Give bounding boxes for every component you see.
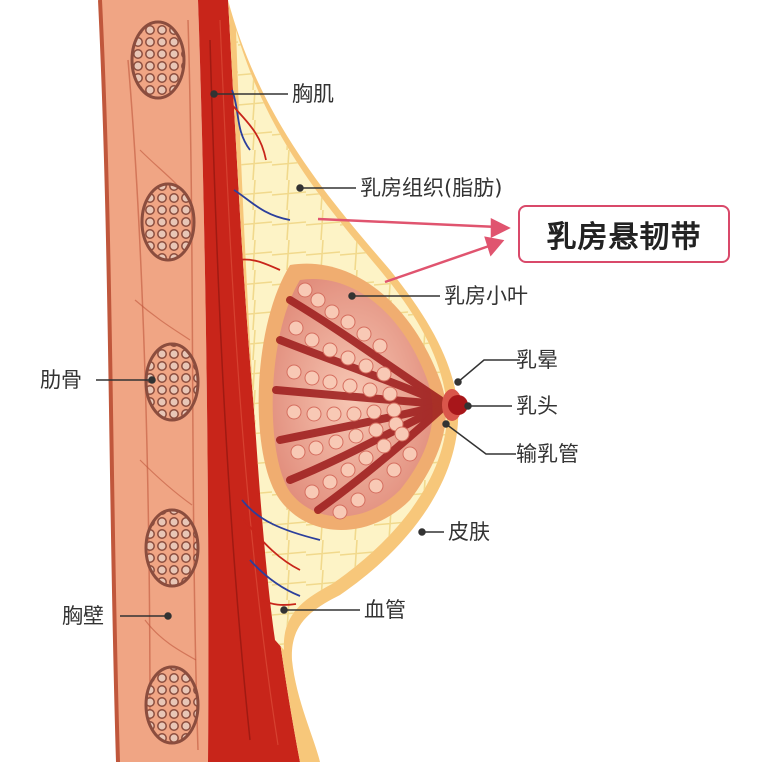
label-chest-wall: 胸壁 — [62, 604, 104, 628]
rib — [146, 667, 198, 743]
label-skin: 皮肤 — [448, 520, 490, 544]
label-lobules: 乳房小叶 — [444, 284, 528, 308]
rib — [142, 184, 194, 260]
label-blood-vessels: 血管 — [364, 598, 406, 622]
label-milk-ducts: 输乳管 — [516, 442, 579, 466]
label-breast-tissue: 乳房组织(脂肪) — [360, 176, 502, 200]
rib — [146, 510, 198, 586]
label-areola: 乳晕 — [516, 348, 558, 372]
callout-suspensory-ligament: 乳房悬韧带 — [518, 205, 730, 263]
label-pectoral-muscle: 胸肌 — [292, 82, 334, 106]
label-ribs: 肋骨 — [40, 368, 82, 392]
rib — [132, 22, 184, 98]
nipple — [442, 389, 468, 421]
label-nipple: 乳头 — [516, 394, 558, 418]
